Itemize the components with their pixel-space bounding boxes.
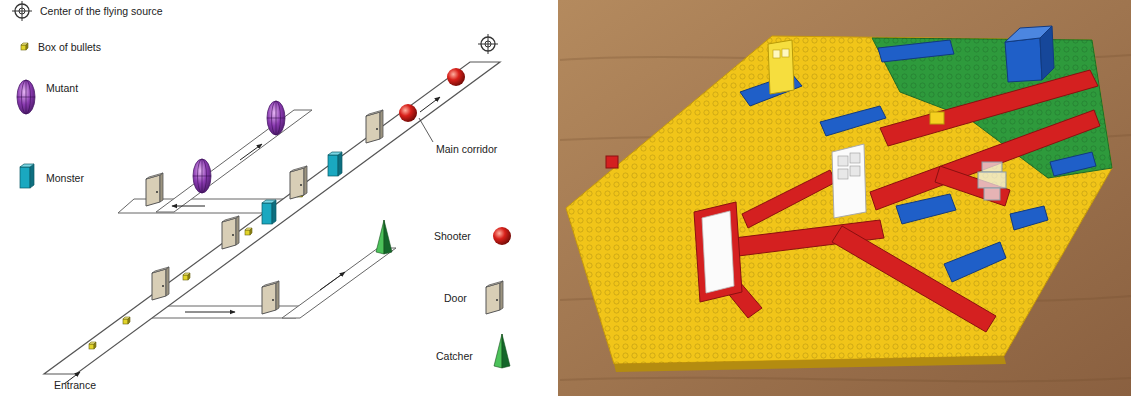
lego-photo-part-part: [984, 188, 1000, 200]
level-schematic-part: [152, 267, 169, 300]
lego-photo-part: [978, 162, 1006, 200]
lego-photo-part: [838, 156, 848, 166]
lego-photo-part: [614, 356, 1006, 372]
lego-photo-part: [1005, 38, 1042, 82]
lego-photo-part: [694, 202, 742, 302]
level-schematic-part: [494, 334, 510, 368]
legend-text: Shooter: [434, 230, 471, 243]
level-schematic-part: [17, 80, 35, 114]
lego-photo-part: [742, 170, 836, 228]
level-schematic-part: [267, 101, 285, 135]
legend-text: Box of bullets: [38, 41, 101, 54]
level-schematic-part: [172, 206, 205, 207]
level-schematic-part: [44, 62, 500, 374]
level-schematic-part: [399, 104, 417, 122]
lego-photo-part: [838, 169, 848, 179]
lego-photo-part: [832, 144, 866, 218]
level-schematic-part: [420, 97, 440, 112]
lego-photo-part: [782, 49, 789, 57]
lego-photo-part: [1040, 26, 1054, 80]
legend-text: Center of the flying source: [40, 5, 163, 18]
level-schematic-part: [290, 166, 307, 199]
level-schematic-part: [12, 1, 32, 21]
level-schematic-part: [376, 220, 392, 254]
lego-photo-part: [870, 110, 1100, 210]
lego-photo-part: [850, 166, 860, 176]
level-schematic-part: [262, 200, 276, 224]
level-schematic-part: [282, 248, 396, 318]
lego-photo-part: [768, 40, 794, 94]
annotation-label: Main corridor: [436, 143, 497, 156]
lego-photo-part: [878, 40, 954, 62]
level-schematic-part: [478, 34, 498, 54]
lego-photo-part: [944, 242, 1006, 282]
level-schematic-part: [20, 164, 34, 188]
lego-photo-part: [702, 211, 734, 293]
level-schematic-part: [89, 342, 96, 349]
level-schematic-part: [222, 216, 239, 249]
lego-photo-part-part: [982, 162, 1002, 172]
lego-photo-part: [850, 153, 860, 163]
lego-photo-part-part: [978, 172, 1006, 188]
level-schematic-part: [183, 273, 190, 280]
lego-photo-part: [558, 0, 1131, 396]
level-schematic-part: [146, 173, 163, 206]
lego-photo: [558, 0, 1131, 396]
level-schematic-part: [419, 118, 433, 142]
level-schematic-part: [447, 68, 465, 86]
level-schematic-part: [486, 281, 503, 314]
lego-photo-part: [566, 36, 1112, 364]
level-schematic-part: [328, 152, 342, 176]
level-schematic-part: [245, 228, 252, 235]
legend-text: Catcher: [436, 350, 473, 363]
annotation-label: Entrance: [54, 379, 96, 392]
lego-photo-part: [935, 166, 1010, 206]
lego-photo-part: [566, 36, 1112, 364]
level-schematic-part: [262, 281, 279, 314]
level-schematic-part: [366, 110, 383, 143]
lego-photo-part: [1050, 152, 1096, 176]
level-schematic-part: [493, 227, 511, 245]
legend-text: Mutant: [46, 82, 78, 95]
level-schematic-part: [185, 312, 235, 313]
level-schematic-part: [193, 159, 211, 193]
lego-photo-part: [606, 156, 618, 168]
lego-photo-part: [1010, 206, 1048, 230]
legend-text: Door: [444, 292, 467, 305]
lego-photo-part: [832, 226, 996, 332]
level-schematic-part: [123, 317, 130, 324]
level-schematic-part: [118, 199, 286, 213]
level-schematic-part: [21, 43, 28, 50]
lego-photo-part: [773, 50, 780, 58]
level-schematic-part: [240, 144, 262, 160]
lego-photo-part: [820, 106, 886, 136]
level-schematic: [12, 1, 511, 384]
level-schematic-part: [320, 272, 345, 290]
legend-text: Monster: [46, 172, 84, 185]
lego-photo-part: [930, 112, 944, 124]
